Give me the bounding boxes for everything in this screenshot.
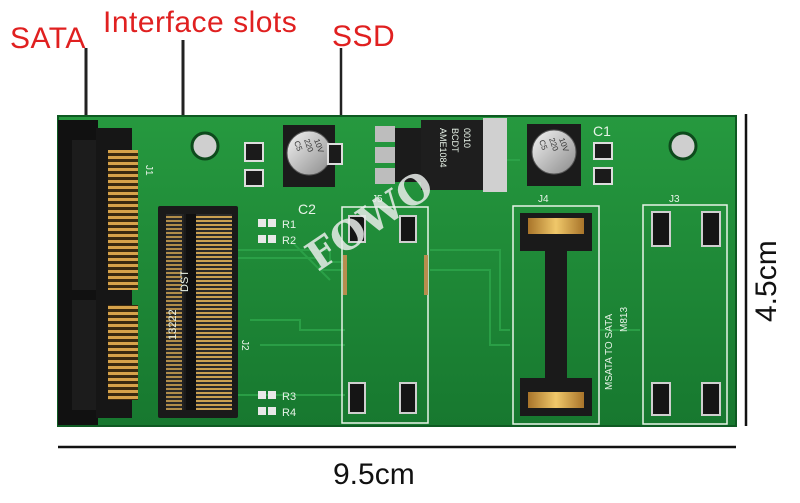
slot-marking-2: DST xyxy=(179,270,191,292)
silk-r1: R1 xyxy=(282,219,296,231)
silk-r4: R4 xyxy=(282,407,296,419)
cap-c2-marking-3: C5 xyxy=(292,140,304,153)
silk-j4: J4 xyxy=(538,194,549,205)
regulator-marking-3: 0010 xyxy=(462,128,472,148)
regulator-marking-2: BCDT xyxy=(450,128,460,153)
cap-c1-marking-3: C5 xyxy=(537,139,549,152)
voltage-regulator xyxy=(375,118,507,192)
slot-marking-1: 13222 xyxy=(167,309,179,340)
resistors xyxy=(258,219,276,415)
silk-j5: J5 xyxy=(372,194,383,205)
width-dimension-label: 9.5cm xyxy=(333,458,415,491)
sata-connector xyxy=(58,120,138,425)
silk-j1: J1 xyxy=(143,165,154,176)
interface-slots-label: Interface slots xyxy=(103,6,298,39)
silk-msata-to-sata: MSATA TO SATA xyxy=(604,314,615,390)
footprint-j4 xyxy=(512,205,600,425)
footprint-j5 xyxy=(341,206,429,424)
pcb: J1 J2 J3 J4 J5 C1 C2 R1 R2 R3 R4 MSATA T… xyxy=(57,115,737,427)
regulator-marking-1: AME1084 xyxy=(438,128,448,168)
mounting-hole-right xyxy=(668,131,698,161)
mounting-hole-left xyxy=(190,131,220,161)
sata-label: SATA xyxy=(10,22,86,55)
silk-r2: R2 xyxy=(282,235,296,247)
silk-r3: R3 xyxy=(282,391,296,403)
capacitor-c1 xyxy=(527,124,613,186)
silk-model: M813 xyxy=(619,307,630,332)
ssd-label: SSD xyxy=(332,20,396,53)
silk-j2: J2 xyxy=(239,340,250,351)
silk-j3: J3 xyxy=(669,194,680,205)
footprint-j3 xyxy=(642,204,728,425)
cap-c2-marking-1: 220 xyxy=(302,138,315,154)
silk-c2: C2 xyxy=(298,201,316,217)
msata-slot xyxy=(158,206,238,418)
silk-c1: C1 xyxy=(593,123,611,139)
height-dimension-label: 4.5cm xyxy=(750,240,783,322)
capacitor-c2 xyxy=(244,125,343,187)
cap-c1-marking-1: 220 xyxy=(547,137,560,153)
